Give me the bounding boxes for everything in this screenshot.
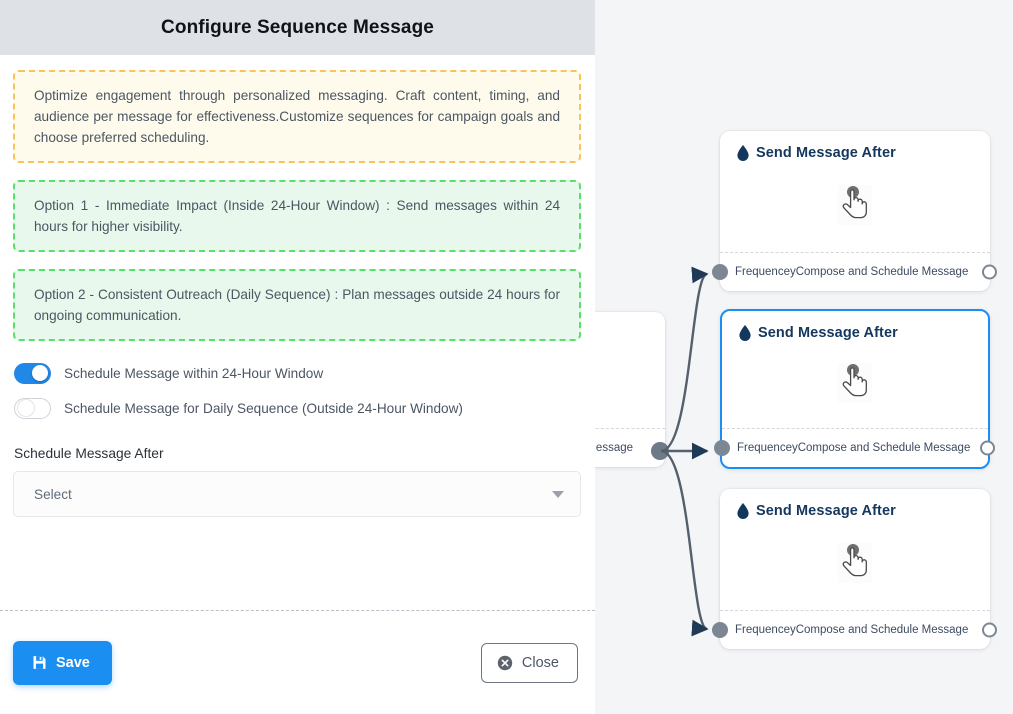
toggle-row-within-24h[interactable]: Schedule Message within 24-Hour Window	[14, 358, 581, 388]
node-footer-right-label: Compose and Schedule Message	[797, 442, 971, 454]
droplet-icon	[737, 503, 749, 519]
toggle-switch-within-24h[interactable]	[14, 362, 51, 384]
option-2-text: Option 2 - Consistent Outreach (Daily Se…	[34, 287, 560, 323]
toggle-switch-daily-sequence[interactable]	[14, 397, 51, 419]
node-input-port[interactable]	[712, 622, 728, 638]
save-button-label: Save	[56, 654, 90, 671]
select-value: Select	[34, 486, 72, 502]
node-footer: Frequencey Compose and Schedule Message	[712, 610, 997, 649]
toggle-label-within-24h: Schedule Message within 24-Hour Window	[64, 365, 324, 381]
node-output-port[interactable]	[982, 264, 997, 280]
node-output-port-source[interactable]	[651, 442, 669, 460]
node-footer-right-label: Compose and Schedule Message	[795, 624, 969, 636]
toggle-knob	[17, 399, 35, 417]
node-body	[720, 161, 990, 252]
node-output-port[interactable]	[980, 440, 995, 456]
node-body	[595, 326, 665, 428]
droplet-icon	[737, 145, 749, 161]
flow-node-source[interactable]: ce Message	[595, 312, 665, 467]
option-1-callout: Option 1 - Immediate Impact (Inside 24-H…	[13, 180, 581, 252]
node-title: Send Message After	[756, 503, 896, 519]
edge-source-to-bottom	[660, 449, 709, 637]
panel-header: Configure Sequence Message	[0, 0, 595, 55]
panel-footer: Save Close	[0, 610, 595, 714]
option-2-callout: Option 2 - Consistent Outreach (Daily Se…	[13, 269, 581, 341]
node-title: Send Message After	[758, 325, 898, 341]
node-input-port[interactable]	[714, 440, 730, 456]
option-1-text: Option 1 - Immediate Impact (Inside 24-H…	[34, 198, 560, 234]
save-icon	[33, 656, 46, 669]
node-output-port[interactable]	[982, 622, 997, 638]
node-body	[722, 341, 988, 428]
schedule-message-after-label: Schedule Message After	[14, 446, 164, 461]
close-circle-icon	[497, 655, 513, 670]
page-title: Configure Sequence Message	[161, 16, 434, 38]
node-header	[595, 312, 665, 326]
flow-node-send-message-after-3[interactable]: Send Message After Frequencey Compose an…	[712, 489, 997, 649]
node-body	[720, 519, 990, 610]
toggle-row-daily-sequence[interactable]: Schedule Message for Daily Sequence (Out…	[14, 393, 581, 423]
chevron-down-icon	[552, 490, 564, 498]
node-footer-right-label: Compose and Schedule Message	[795, 266, 969, 278]
click-hand-icon	[838, 362, 872, 403]
click-hand-icon	[838, 184, 872, 225]
node-header: Send Message After	[720, 131, 990, 161]
save-button[interactable]: Save	[13, 640, 112, 685]
node-footer: Frequencey Compose and Schedule Message	[714, 428, 995, 467]
edge-source-to-top	[660, 266, 709, 453]
close-button-label: Close	[521, 654, 559, 671]
panel-body: Optimize engagement through personalized…	[0, 55, 595, 610]
node-header: Send Message After	[720, 489, 990, 519]
toggle-knob	[32, 365, 48, 381]
info-callout-text: Optimize engagement through personalized…	[34, 88, 560, 145]
node-footer-left-label: Frequencey	[735, 266, 796, 278]
schedule-message-after-select[interactable]: Select	[13, 471, 581, 517]
node-footer-left-label: Frequencey	[737, 442, 798, 454]
node-title: Send Message After	[756, 145, 896, 161]
toggle-label-daily-sequence: Schedule Message for Daily Sequence (Out…	[64, 400, 463, 416]
close-button[interactable]: Close	[480, 642, 578, 683]
node-footer-right-label: ce Message	[595, 442, 634, 454]
flow-node-send-message-after-2[interactable]: Send Message After Frequencey Compose an…	[714, 309, 995, 469]
droplet-icon	[739, 325, 751, 341]
flow-node-send-message-after-1[interactable]: Send Message After Frequencey Compose an…	[712, 131, 997, 291]
node-footer: Frequencey Compose and Schedule Message	[712, 252, 997, 291]
node-footer-left-label: Frequencey	[735, 624, 796, 636]
configure-sequence-panel: Configure Sequence Message Optimize enga…	[0, 0, 595, 714]
info-callout: Optimize engagement through personalized…	[13, 70, 581, 163]
node-header: Send Message After	[722, 311, 988, 341]
node-input-port[interactable]	[712, 264, 728, 280]
flow-canvas[interactable]: ce Message Send Message After	[595, 0, 1013, 714]
node-footer: ce Message	[595, 428, 665, 467]
click-hand-icon	[838, 542, 872, 583]
